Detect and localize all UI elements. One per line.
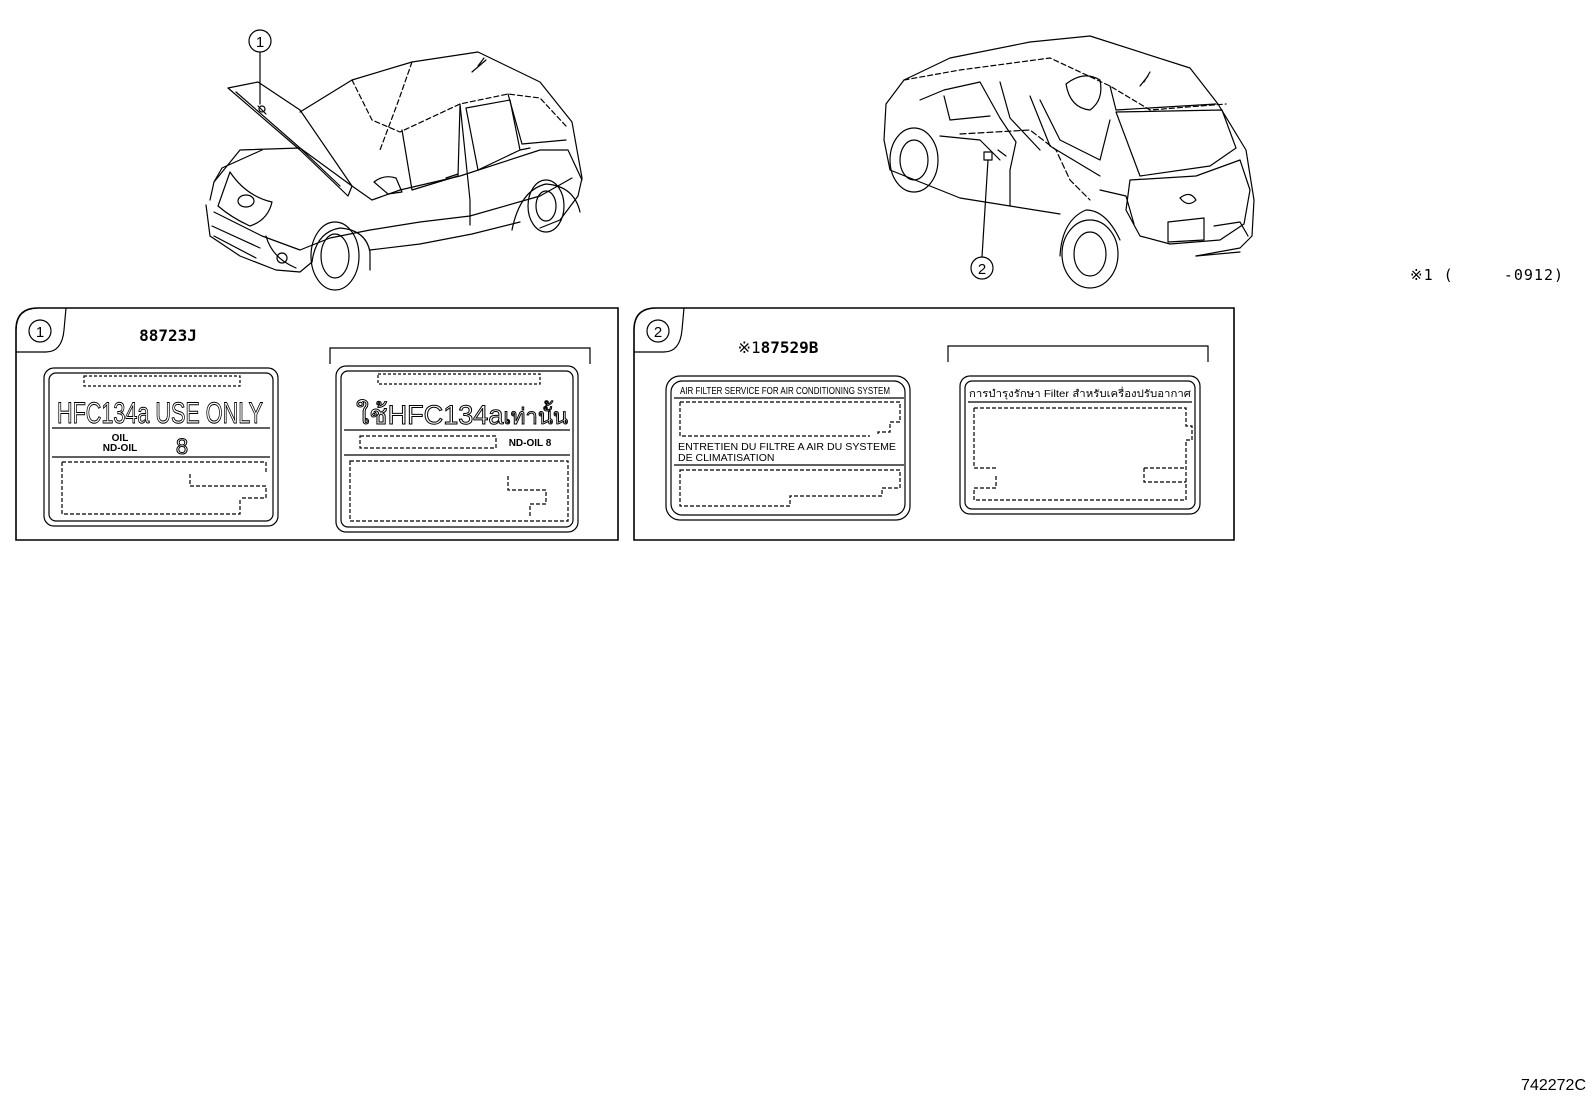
air-filter-label-th: การบำรุงรักษา Filter สำหรับเครื่องปรับอา… xyxy=(959,375,1201,515)
th-prefix: ใช้ xyxy=(356,399,388,430)
refrigerant-label-en: HFC134a USE ONLY HFC134a USE ONLY OIL ND… xyxy=(43,367,279,527)
label-title-fr-1: ENTRETIEN DU FILTRE A AIR DU SYSTEME xyxy=(678,441,896,453)
refrigerant-text-outline: HFC134a USE ONLY xyxy=(57,397,263,430)
part-number: 87529B xyxy=(761,338,819,357)
oil-type: ND-OIL xyxy=(103,443,137,454)
th-suffix: เท่านั้น xyxy=(503,401,568,429)
oil-number: 8 xyxy=(176,434,188,459)
callout-number: 1 xyxy=(256,34,264,51)
th-code: HFC134a xyxy=(388,400,505,430)
drawing-number: 742272C xyxy=(1521,1077,1586,1094)
label-title-en: AIR FILTER SERVICE FOR AIR CONDITIONING … xyxy=(680,386,890,397)
callout-number: 2 xyxy=(978,261,986,278)
front-car-icon: 1 xyxy=(205,29,583,291)
panel-callout: 1 xyxy=(36,324,44,341)
refrigerant-text-th: ใช้HFC134aเท่านั้น xyxy=(356,399,568,430)
panel-callout: 2 xyxy=(654,324,662,341)
part-number-label-2: ※187529B xyxy=(738,338,819,357)
refrigerant-label-th: ใช้HFC134aเท่านั้น ND-OIL 8 xyxy=(335,365,579,533)
label-title-th: การบำรุงรักษา Filter สำหรับเครื่องปรับอา… xyxy=(969,386,1192,400)
oil-label: OIL xyxy=(112,433,129,444)
refrigerant-text: HFC134a USE ONLY xyxy=(57,397,263,430)
air-filter-label-en: AIR FILTER SERVICE FOR AIR CONDITIONING … xyxy=(665,375,911,521)
footnote-applicability: ※1 ( -0912) xyxy=(1410,266,1564,284)
note-mark: ※1 xyxy=(738,338,761,357)
panel-air-filter-labels: 2 ※187529B AIR FILTER SERVICE FOR AIR CO… xyxy=(633,307,1235,541)
panel-refrigerant-labels: 1 88723J HFC134a USE ONLY HFC134a USE ON… xyxy=(15,307,619,541)
label-title-fr-2: DE CLIMATISATION xyxy=(678,452,774,464)
part-number-label: 88723J xyxy=(139,326,197,345)
rear-car-icon: 2 xyxy=(883,35,1255,289)
oil-type-th: ND-OIL 8 xyxy=(509,438,552,449)
